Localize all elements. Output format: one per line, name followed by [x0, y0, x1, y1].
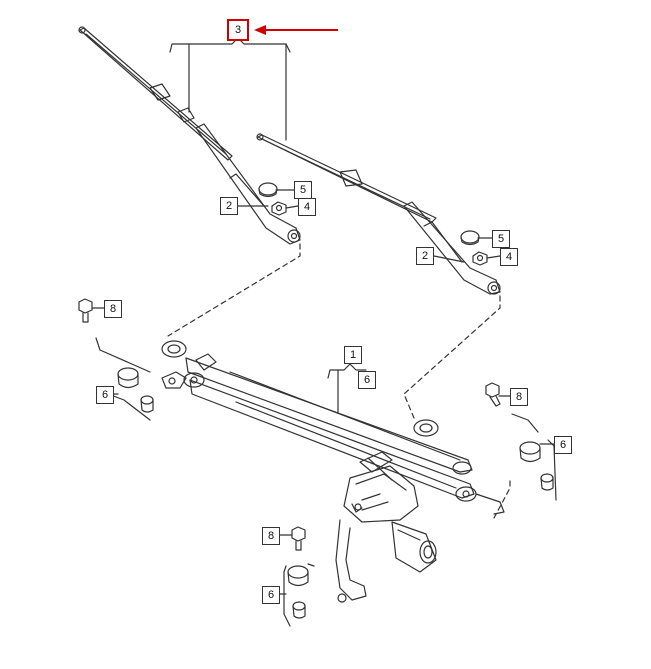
wiper-motor [335, 465, 437, 603]
callout-3: 3 [227, 19, 249, 41]
callout-4-left: 4 [298, 198, 316, 216]
lower-bracket-6 [283, 563, 315, 627]
right-cap-nut [460, 230, 488, 266]
assembly-lines [167, 243, 511, 519]
callout-8-right: 8 [510, 388, 528, 406]
callout-1: 1 [344, 346, 362, 364]
right-pivot-bushing [519, 441, 554, 491]
linkage-frame [161, 340, 505, 515]
callout-5-left: 5 [294, 181, 312, 199]
left-wiper-blade [78, 26, 233, 161]
highlight-arrow [254, 25, 338, 35]
callout-5-right: 5 [492, 230, 510, 248]
callout-6-left: 6 [96, 386, 114, 404]
callout-6-right: 6 [554, 436, 572, 454]
callout-6-lower: 6 [262, 586, 280, 604]
callout-6-center: 6 [358, 371, 376, 389]
left-cap-nut [258, 182, 287, 216]
callout-8-left: 8 [104, 300, 122, 318]
right-wiper-arm [403, 201, 501, 295]
leader-lines [91, 189, 555, 595]
right-bracket-6 [511, 413, 557, 501]
callout-2-left: 2 [220, 197, 238, 215]
callout-4-right: 4 [500, 248, 518, 266]
lower-pivot-bushing [287, 565, 309, 619]
callout-8-lower: 8 [262, 527, 280, 545]
left-pivot-bushing [117, 367, 154, 413]
callout-2-right: 2 [416, 247, 434, 265]
lower-bolt [291, 526, 306, 551]
left-bolt [78, 298, 93, 323]
right-wiper-blade [256, 133, 437, 223]
bracket-part-1 [327, 363, 367, 413]
right-bolt [485, 382, 501, 407]
left-wiper-arm [195, 123, 301, 245]
